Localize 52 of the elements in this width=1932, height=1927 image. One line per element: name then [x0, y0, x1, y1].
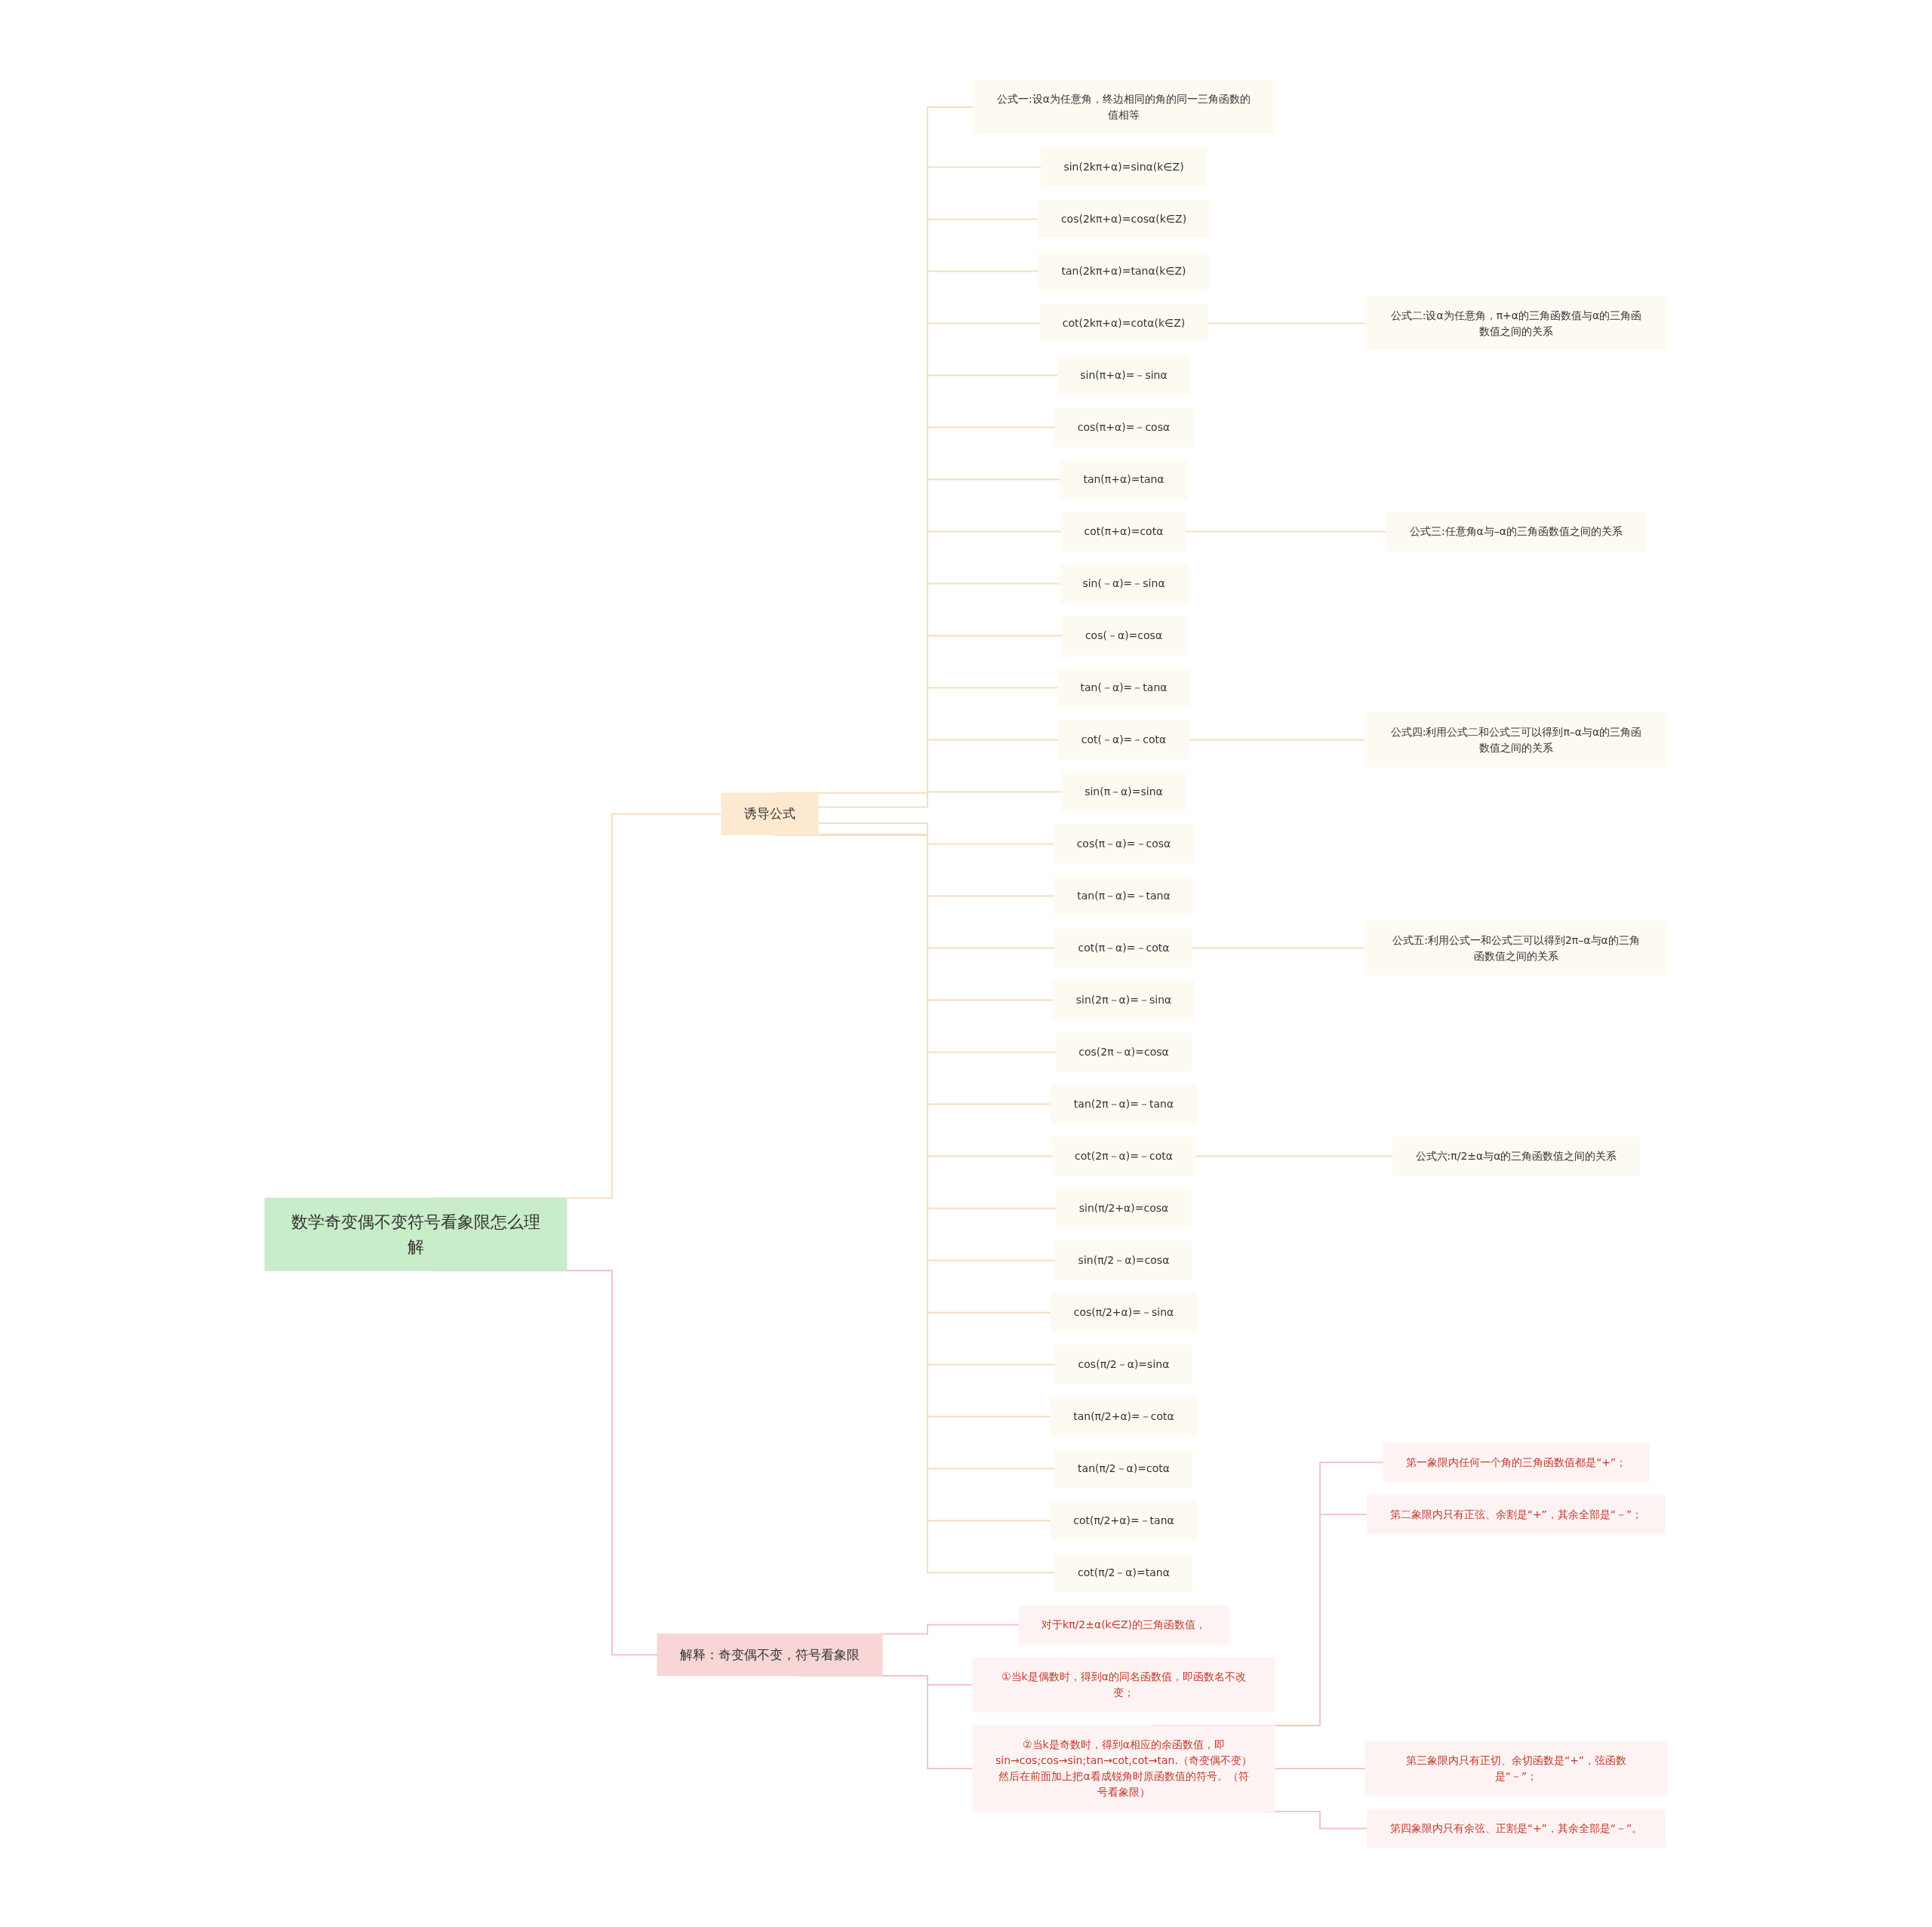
node-box: tan(π/2－α)=cotα: [1054, 1449, 1193, 1488]
node-box: cot(π－α)=－cotα: [1055, 928, 1192, 967]
connector: [1207, 322, 1366, 324]
node-box: cos(－α)=cosα: [1062, 616, 1186, 655]
connector: [1188, 739, 1366, 740]
node-box: sin(π/2－α)=cosα: [1055, 1240, 1192, 1280]
node-box: tan(π/2+α)=－cotα: [1050, 1397, 1198, 1436]
node-box: cot(π+α)=cotα: [1061, 512, 1186, 551]
node-box: cos(2kπ+α)=cosα(k∈Z): [1038, 199, 1210, 238]
node-box: 公式三:任意角α与–α的三角函数值之间的关系: [1386, 512, 1646, 551]
node-box: cos(π/2+α)=－sinα: [1051, 1292, 1197, 1332]
node-box: cot(2π－α)=－cotα: [1051, 1136, 1196, 1176]
node-box: tan(2π－α)=－tanα: [1051, 1084, 1197, 1123]
node-box: ①当k是偶数时，得到α的同名函数值，即函数名不改变；: [972, 1657, 1275, 1712]
connector: [1185, 530, 1388, 532]
node-box: 第三象限内只有正切、余切函数是“+”，弦函数是“－”；: [1364, 1741, 1668, 1796]
node-box: sin(π+α)=－sinα: [1057, 355, 1191, 395]
node-box: cot(－α)=－cotα: [1058, 720, 1189, 759]
connector: [1195, 1155, 1394, 1157]
node-box: 公式四:利用公式二和公式三可以得到π–α与α的三角函数值之间的关系: [1364, 711, 1668, 767]
node-box: 第四象限内只有余弦、正割是“+”，其余全部是“－”。: [1367, 1809, 1666, 1848]
node-box: 解释：奇变偶不变，符号看象限: [657, 1633, 883, 1676]
node-box: tan(π－α)=－tanα: [1054, 876, 1194, 915]
node-box: 第二象限内只有正弦、余割是“+”，其余全部是“－”；: [1367, 1494, 1666, 1534]
node-box: cos(2π－α)=cosα: [1055, 1032, 1192, 1071]
node-box: sin(2π－α)=－sinα: [1053, 980, 1195, 1019]
node-box: 公式五:利用公式一和公式三可以得到2π–α与α的三角函数值之间的关系: [1364, 920, 1668, 976]
node-box: cos(π+α)=－cosα: [1054, 407, 1193, 447]
node-box: 第一象限内任何一个角的三角函数值都是“+”；: [1383, 1442, 1650, 1482]
node-box: tan(－α)=－tanα: [1057, 668, 1190, 707]
node-box: sin(2kπ+α)=sinα(k∈Z): [1040, 147, 1208, 186]
node-box: 公式一:设α为任意角，终边相同的角的同一三角函数的值相等: [972, 79, 1275, 134]
connector: [1274, 1767, 1366, 1769]
node-box: 诱导公式: [721, 792, 819, 835]
node-box: cos(π－α)=－cosα: [1054, 824, 1194, 863]
node-box: ②当k是奇数时，得到α相应的余函数值，即sin→cos;cos→sin;tan→cot,cot→tan.（奇变偶不变）然后在前面加上把α看成锐角时原函数值的符号。（符号看象限）: [972, 1725, 1275, 1812]
node-box: 数学奇变偶不变符号看象限怎么理解: [264, 1197, 568, 1271]
node-box: cos(π/2－α)=sinα: [1055, 1345, 1192, 1384]
node-box: 公式六:π/2±α与α的三角函数值之间的关系: [1392, 1136, 1640, 1176]
node-box: tan(π+α)=tanα: [1060, 459, 1188, 499]
node-box: tan(2kπ+α)=tanα(k∈Z): [1038, 251, 1209, 290]
node-box: 对于kπ/2±α(k∈Z)的三角函数值，: [1018, 1605, 1229, 1644]
connector: [817, 791, 1063, 808]
node-box: cot(2kπ+α)=cotα(k∈Z): [1039, 303, 1208, 343]
node-box: sin(－α)=－sinα: [1059, 564, 1189, 603]
node-box: 公式二:设α为任意角，π+α的三角函数值与α的三角函数值之间的关系: [1364, 295, 1668, 351]
node-box: sin(π－α)=sinα: [1061, 772, 1186, 811]
connector: [1191, 947, 1366, 948]
node-box: cot(π/2+α)=－tanα: [1050, 1501, 1198, 1540]
node-box: sin(π/2+α)=cosα: [1056, 1188, 1192, 1228]
connector: [817, 822, 1055, 844]
node-box: cot(π/2－α)=tanα: [1054, 1553, 1193, 1592]
